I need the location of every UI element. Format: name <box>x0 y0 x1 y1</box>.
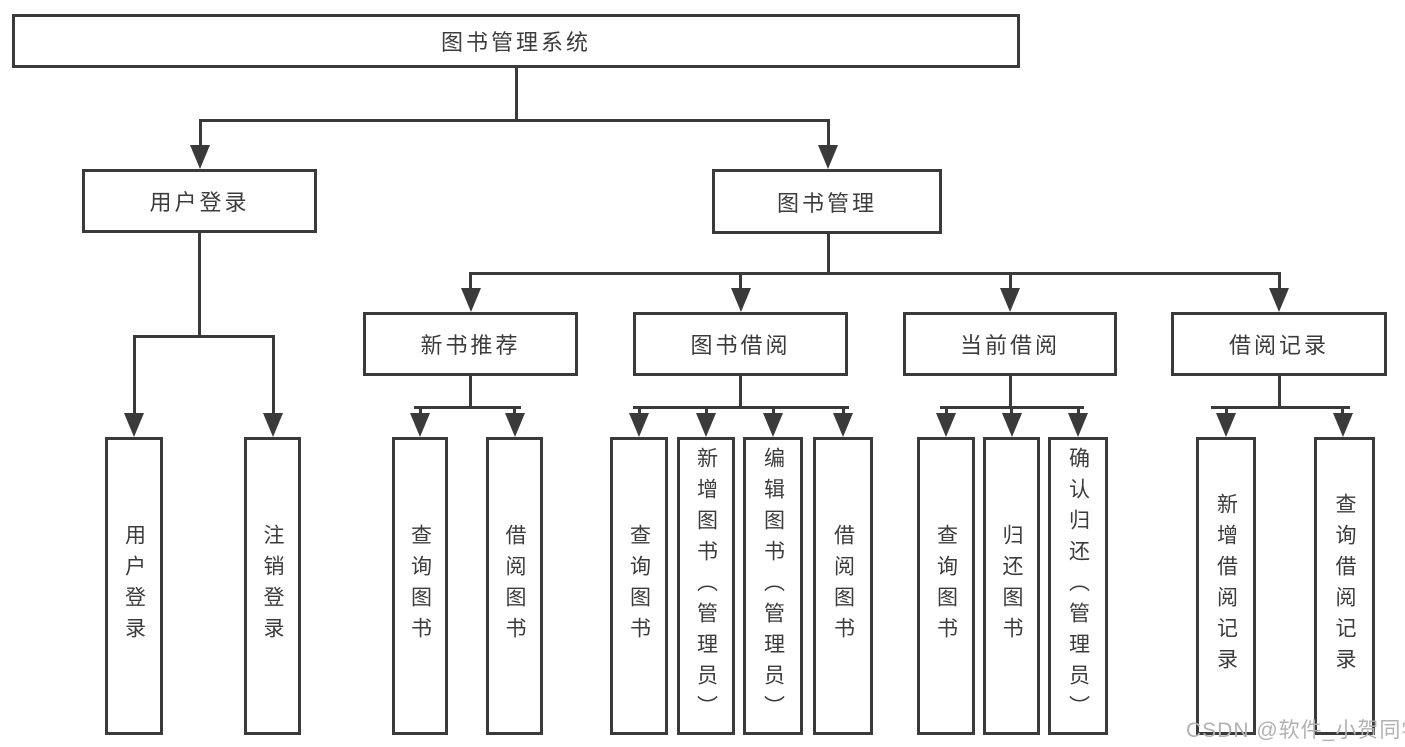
arrow-down-icon <box>818 145 838 169</box>
connector-line-vertical <box>132 335 136 415</box>
connector-line-vertical <box>826 234 830 275</box>
arrow-down-icon <box>190 145 210 169</box>
node-root-label: 图书管理系统 <box>440 30 591 55</box>
connector-line-vertical <box>1277 376 1281 409</box>
connector-line-vertical <box>1008 376 1012 409</box>
connector-line-horizontal <box>469 272 1281 275</box>
leaf-current-return-books-label: 归还图书 <box>1000 524 1023 648</box>
node-current-borrow: 当前借阅 <box>903 312 1117 376</box>
node-current-borrow-label: 当前借阅 <box>959 333 1060 358</box>
leaf-logout-label: 注销登录 <box>261 524 284 648</box>
connector-line-vertical <box>841 406 845 418</box>
arrow-down-icon <box>730 288 751 312</box>
arrow-down-icon <box>763 413 783 437</box>
leaf-current-query-books-label: 查询图书 <box>934 524 958 648</box>
node-borrow-records-label: 借阅记录 <box>1228 333 1329 358</box>
connector-line-vertical <box>944 406 948 418</box>
node-user-login-label: 用户登录 <box>149 190 250 215</box>
csdn-watermark: CSDN @软件_小贺同学 <box>1186 719 1405 742</box>
arrow-down-icon <box>696 413 716 437</box>
leaf-borrow-query-books-label: 查询图书 <box>627 524 651 648</box>
arrow-down-icon <box>1068 413 1088 437</box>
leaf-user-login: 用户登录 <box>105 437 163 735</box>
leaf-borrow-add-books: 新增图书（管理员） <box>677 437 735 735</box>
node-borrow-records: 借阅记录 <box>1171 312 1387 376</box>
leaf-borrow-query-books: 查询图书 <box>610 437 668 735</box>
connector-line-vertical <box>1008 272 1012 290</box>
leaf-current-query-books: 查询图书 <box>917 437 975 735</box>
leaf-current-confirm-return: 确认归还（管理员） <box>1048 437 1108 735</box>
arrow-down-icon <box>124 413 144 437</box>
connector-line-vertical <box>771 406 775 418</box>
arrow-down-icon <box>936 413 956 437</box>
arrow-down-icon <box>1332 413 1353 437</box>
connector-line-vertical <box>739 272 742 290</box>
leaf-borrow-edit-books: 编辑图书（管理员） <box>743 437 803 735</box>
arrow-down-icon <box>504 413 525 437</box>
leaf-borrow-borrow-books-label: 借阅图书 <box>831 524 855 648</box>
node-new-book-recommend: 新书推荐 <box>363 312 578 376</box>
connector-line-vertical <box>469 272 472 290</box>
node-book-borrow-label: 图书借阅 <box>690 333 791 358</box>
connector-line-vertical <box>1341 406 1344 418</box>
connector-line-vertical <box>418 406 422 418</box>
arrow-down-icon <box>1001 413 1022 437</box>
node-book-borrow: 图书借阅 <box>633 312 848 376</box>
leaf-borrow-edit-books-label: 编辑图书（管理员） <box>761 446 785 726</box>
arrow-down-icon <box>410 413 430 437</box>
connector-line-vertical <box>1076 406 1080 418</box>
connector-line-vertical <box>198 119 202 148</box>
connector-line-vertical <box>197 233 201 338</box>
arrow-down-icon <box>629 413 649 437</box>
connector-line-vertical <box>514 66 518 119</box>
node-book-management: 图书管理 <box>712 169 942 234</box>
leaf-newbook-borrow-books: 借阅图书 <box>486 437 543 735</box>
node-new-book-recommend-label: 新书推荐 <box>420 333 521 358</box>
connector-line-vertical <box>704 406 708 418</box>
leaf-borrow-add-books-label: 新增图书（管理员） <box>694 446 718 726</box>
leaf-logout: 注销登录 <box>244 437 301 735</box>
connector-line-horizontal <box>414 406 521 409</box>
connector-line-vertical <box>513 406 516 418</box>
arrow-down-icon <box>1269 288 1289 312</box>
node-book-management-label: 图书管理 <box>776 190 877 216</box>
arrow-down-icon <box>833 413 853 437</box>
arrow-down-icon <box>1000 288 1020 312</box>
leaf-records-add-record: 新增借阅记录 <box>1196 437 1256 735</box>
connector-line-horizontal <box>633 406 849 409</box>
arrow-down-icon <box>1216 413 1236 437</box>
connector-line-horizontal <box>132 335 275 338</box>
connector-line-vertical <box>1010 406 1013 418</box>
connector-line-vertical <box>637 406 641 418</box>
node-root: 图书管理系统 <box>12 14 1020 68</box>
connector-line-vertical <box>1224 406 1228 418</box>
connector-line-vertical <box>1277 272 1281 290</box>
leaf-newbook-query-books-label: 查询图书 <box>408 524 432 648</box>
leaf-borrow-borrow-books: 借阅图书 <box>813 437 873 735</box>
leaf-current-confirm-return-label: 确认归还（管理员） <box>1066 446 1090 726</box>
arrow-down-icon <box>263 413 283 437</box>
leaf-newbook-query-books: 查询图书 <box>392 437 448 735</box>
arrow-down-icon <box>460 288 481 312</box>
node-user-login: 用户登录 <box>82 169 317 233</box>
connector-line-vertical <box>826 119 830 148</box>
leaf-records-add-record-label: 新增借阅记录 <box>1214 493 1238 679</box>
connector-line-vertical <box>739 376 742 409</box>
leaf-newbook-borrow-books-label: 借阅图书 <box>503 524 526 648</box>
connector-line-vertical <box>271 335 275 415</box>
leaf-records-query-record-label: 查询借阅记录 <box>1333 493 1356 679</box>
leaf-user-login-label: 用户登录 <box>122 524 146 648</box>
connector-line-horizontal <box>1211 406 1350 409</box>
connector-line-horizontal <box>198 119 830 122</box>
leaf-current-return-books: 归还图书 <box>983 437 1040 735</box>
connector-line-vertical <box>469 376 472 409</box>
leaf-records-query-record: 查询借阅记录 <box>1314 437 1375 735</box>
